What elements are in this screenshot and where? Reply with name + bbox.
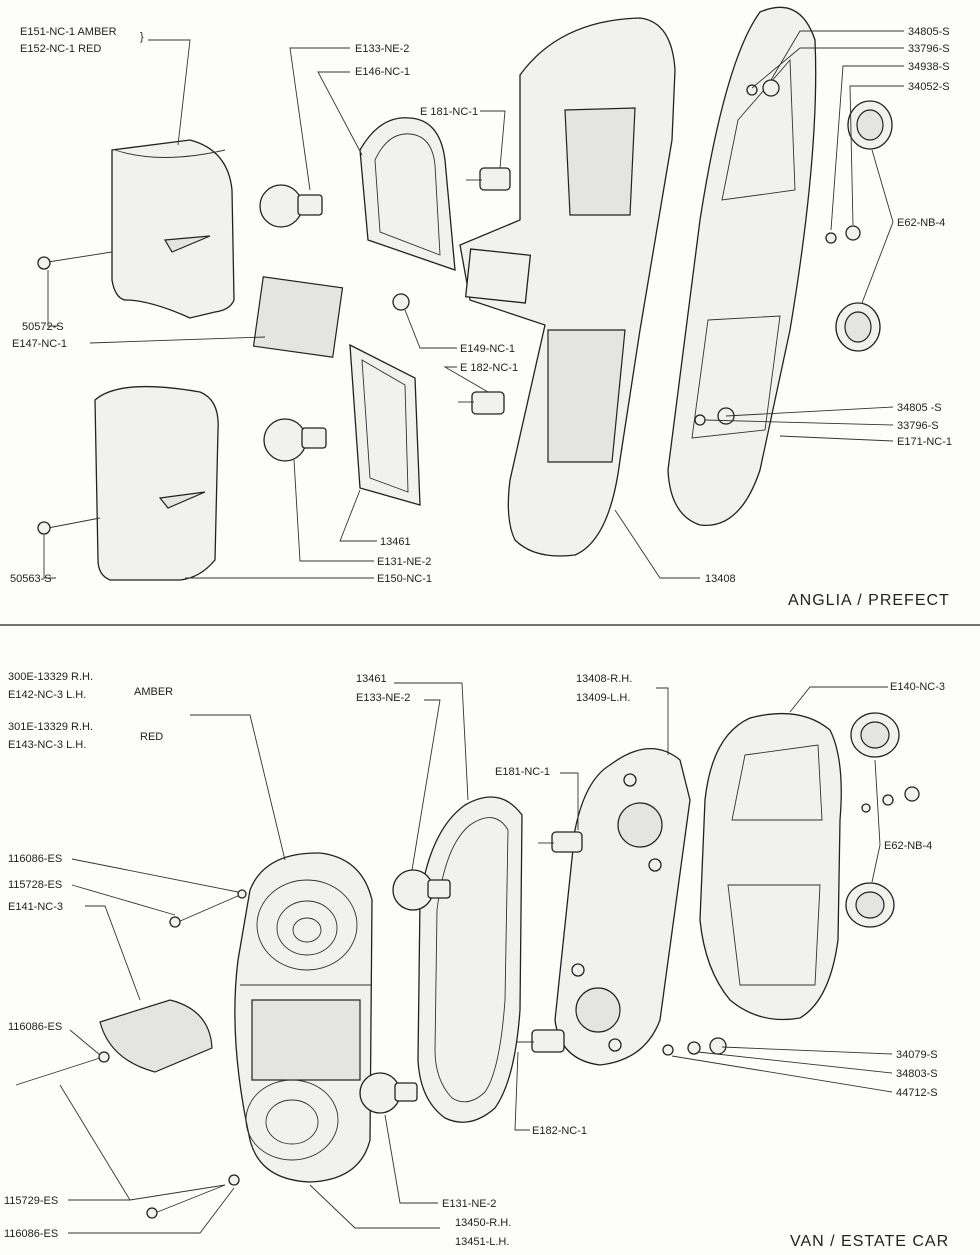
label-e146: E146-NC-1 <box>355 66 410 78</box>
label-e62-b: E62-NB-4 <box>884 840 932 852</box>
washer-icon <box>98 1051 110 1063</box>
label-44712-s: 44712-S <box>896 1087 938 1099</box>
label-e182-b: E182-NC-1 <box>532 1125 587 1137</box>
label-e62-a: E62-NB-4 <box>897 217 945 229</box>
nut-icon <box>904 786 920 802</box>
label-red: RED <box>140 731 163 743</box>
socket-e182 <box>471 391 505 415</box>
label-e149: E149-NC-1 <box>460 343 515 355</box>
label-50563-s: 50563-S <box>10 573 52 585</box>
label-e151: E151-NC-1 AMBER <box>20 26 117 38</box>
label-e133-b: E133-NE-2 <box>356 692 410 704</box>
top-assembly: E151-NC-1 AMBER E152-NC-1 RED } E133-NE-… <box>10 6 952 609</box>
bulb-icon <box>359 1072 401 1114</box>
gasket-13461-b <box>417 796 523 1123</box>
label-116086-es-a: 116086-ES <box>8 853 62 865</box>
label-e181: E 181-NC-1 <box>420 106 478 118</box>
label-13409-lh: 13409-L.H. <box>576 692 630 704</box>
label-34803-s: 34803-S <box>896 1068 938 1080</box>
label-34079-s: 34079-S <box>896 1049 938 1061</box>
gasket-e140 <box>699 712 842 1021</box>
label-amber: AMBER <box>134 686 173 698</box>
label-e150: E150-NC-1 <box>377 573 432 585</box>
label-e171: E171-NC-1 <box>897 436 952 448</box>
nut-icon <box>845 225 861 241</box>
label-34052-s: 34052-S <box>908 81 950 93</box>
housing-13408-b <box>554 748 691 1066</box>
label-13461-b: 13461 <box>356 673 387 685</box>
bulb-icon <box>392 869 434 911</box>
label-116086-es-c: 116086-ES <box>4 1228 58 1240</box>
label-e140: E140-NC-3 <box>890 681 945 693</box>
label-300e-13329: 300E-13329 R.H. <box>8 671 93 683</box>
label-34938-s: 34938-S <box>908 61 950 73</box>
amber-lens-nose <box>164 235 211 253</box>
nut-icon <box>709 1037 727 1055</box>
label-13408-rh: 13408-R.H. <box>576 673 632 685</box>
bulb-icon <box>263 418 307 462</box>
label-13450-rh: 13450-R.H. <box>455 1217 511 1229</box>
label-13451-lh: 13451-L.H. <box>455 1236 509 1248</box>
gasket-e146 <box>359 117 456 271</box>
label-115729-es: 115729-ES <box>4 1195 58 1207</box>
bottom-assembly: 300E-13329 R.H. E142-NC-3 L.H. AMBER 301… <box>4 671 949 1250</box>
label-34805-s-a: 34805-S <box>908 26 950 38</box>
section-title-anglia-prefect: ANGLIA / PREFECT <box>788 592 950 609</box>
label-13461-a: 13461 <box>380 536 411 548</box>
label-e131-b: E131-NE-2 <box>442 1198 496 1210</box>
socket-e181-b <box>551 831 583 853</box>
plate-e171 <box>667 6 817 526</box>
washer-icon <box>228 1174 240 1186</box>
screw-head-icon <box>169 916 181 928</box>
label-e142: E142-NC-3 L.H. <box>8 689 86 701</box>
label-33796-s-a: 33796-S <box>908 43 950 55</box>
washer-icon <box>237 889 247 899</box>
label-e141: E141-NC-3 <box>8 901 63 913</box>
label-115728-es: 115728-ES <box>8 879 62 891</box>
label-116086-es-b: 116086-ES <box>8 1021 62 1033</box>
label-301e-13329: 301E-13329 R.H. <box>8 721 93 733</box>
gasket-13461 <box>349 343 421 506</box>
svg-text:}: } <box>140 31 144 43</box>
label-e143: E143-NC-3 L.H. <box>8 739 86 751</box>
screw-head-icon <box>146 1207 158 1219</box>
label-e131-a: E131-NE-2 <box>377 556 431 568</box>
label-e182-a: E 182-NC-1 <box>460 362 518 374</box>
socket-e181 <box>479 167 511 191</box>
red-lens <box>94 385 219 581</box>
bulb-icon <box>259 184 303 228</box>
nut-icon <box>762 79 780 97</box>
label-e152: E152-NC-1 RED <box>20 43 101 55</box>
grommet-e149 <box>392 293 410 311</box>
screw-head-icon <box>37 521 51 535</box>
amber-lens <box>111 139 235 319</box>
label-50572-s: 50572-S <box>22 321 64 333</box>
label-e133: E133-NE-2 <box>355 43 409 55</box>
section-title-van-estate: VAN / ESTATE CAR <box>790 1233 949 1250</box>
label-34805-s-b: 34805 -S <box>897 402 942 414</box>
label-33796-s-b: 33796-S <box>897 420 939 432</box>
socket-e182-b <box>531 1029 565 1053</box>
reflector-e147 <box>252 276 344 358</box>
screw-head-icon <box>37 256 51 270</box>
reflector-e141 <box>99 999 213 1073</box>
reflector-grid <box>251 999 361 1081</box>
label-13408-a: 13408 <box>705 573 736 585</box>
label-e147: E147-NC-1 <box>12 338 67 350</box>
label-e181-b: E181-NC-1 <box>495 766 550 778</box>
red-lens-nose <box>158 491 206 509</box>
